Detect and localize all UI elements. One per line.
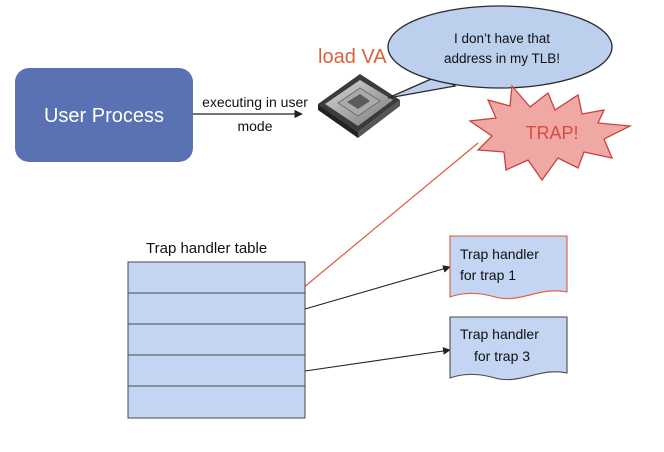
handler-1-line2: for trap 1 — [460, 267, 516, 283]
handler-3-line1: Trap handler — [460, 326, 539, 342]
handler-1-line1: Trap handler — [460, 246, 539, 262]
trap-table-row — [127, 261, 306, 294]
speech-line2: address in my TLB! — [444, 51, 560, 66]
execution-label-line2: mode — [237, 118, 272, 134]
trap-table-row — [127, 354, 306, 387]
user-process-label: User Process — [44, 105, 164, 127]
trap-table-row — [127, 292, 306, 325]
trap-table-row — [127, 385, 306, 419]
handler-3-line2: for trap 3 — [474, 348, 530, 364]
trap-table-row — [127, 323, 306, 356]
trap-burst: TRAP! — [468, 84, 633, 182]
trap-handler-3: Trap handler for trap 3 — [449, 316, 568, 381]
trap-handler-1: Trap handler for trap 1 — [449, 235, 568, 300]
speech-bubble: I don’t have that address in my TLB! — [387, 5, 613, 99]
execution-label-line1: executing in user — [202, 94, 308, 110]
trap-label: TRAP! — [525, 123, 578, 143]
user-process-box — [15, 68, 193, 162]
trap-table-title: Trap handler table — [146, 240, 267, 257]
cpu-chip-icon — [318, 74, 400, 138]
trap-table — [127, 261, 306, 419]
handler-arrow-1 — [304, 265, 451, 310]
load-va-label: load VA — [318, 46, 387, 68]
handler-arrow-3 — [304, 347, 451, 372]
trap-arrow — [273, 142, 479, 313]
speech-line1: I don’t have that — [454, 31, 550, 46]
